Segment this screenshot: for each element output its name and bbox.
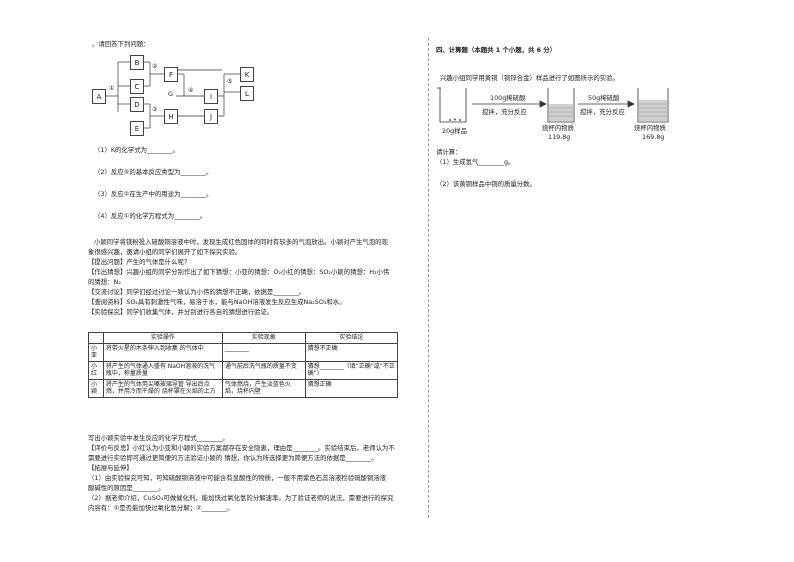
calc-title: 请计算： bbox=[436, 148, 462, 156]
circled-3: ③ bbox=[152, 106, 158, 113]
para1-line-4: 【作出猜想】兴趣小组的同学分别作出了如下猜想：小亚的猜想：O₂小红的猜想：SO₂… bbox=[88, 268, 390, 276]
beaker2-mass: 119.8g bbox=[548, 133, 571, 141]
box-e: E bbox=[130, 121, 144, 136]
box-f: F bbox=[164, 67, 178, 82]
circled-1: ① bbox=[109, 85, 115, 92]
table-cell-conclusion: 猜想正确 bbox=[304, 378, 399, 398]
box-d: D bbox=[130, 97, 144, 112]
para1-line-5: 的猜想：N₂ bbox=[88, 278, 121, 286]
para1-line-2: 象很感兴趣，邀请小组的同学们展开了如下探究实验。 bbox=[88, 248, 242, 256]
section-title: 四、计算题（本题共 1 个小题，共 6 分） bbox=[436, 46, 557, 54]
para2-line-7: （2）据老师介绍，CuSO₄可做催化剂，能加快过氧化氢的分解速率。为了验证老师的… bbox=[88, 494, 394, 502]
box-a: A bbox=[92, 89, 106, 104]
circled-2: ② bbox=[152, 63, 158, 70]
label-g: G bbox=[168, 90, 173, 98]
intro-text: 。请回答下列问题： bbox=[92, 40, 150, 48]
arrow1-top-label: 100g稀硫酸 bbox=[490, 94, 526, 102]
circled-4: ④ bbox=[188, 87, 194, 94]
box-l: L bbox=[240, 86, 254, 101]
question-2: （2）反应⑤的基本反应类型为________。 bbox=[94, 168, 213, 176]
beaker3-label: 烧杯内物质 bbox=[634, 124, 666, 132]
para2-line-6: 酸碱性的原因是________。 bbox=[88, 484, 165, 492]
para1-line-6: 【交流讨论】同学们经过讨论一致认为小伟的猜想不正确，依据是________。 bbox=[88, 288, 306, 296]
beaker1-label: 20g样品 bbox=[442, 127, 467, 135]
para2-line-8: 内容有：①是否能加快过氧化氢分解；②________。 bbox=[88, 504, 234, 512]
box-c: C bbox=[130, 79, 144, 94]
table-cell-operation: 将产生的气体用尖嘴玻璃导管 导出后点燃，并用冷而干燥的 烧杯罩在火焰的上方 bbox=[102, 378, 223, 398]
box-i: I bbox=[204, 89, 218, 104]
question-3: （3）反应②在生产中的用途为________。 bbox=[94, 190, 213, 198]
calc-question-1: （1）生成氢气________g。 bbox=[436, 158, 515, 166]
para1-line-7: 【查阅资料】SO₂具有刺激性气味，易溶于水，能与NaOH溶液发生反应生成Na₂S… bbox=[88, 298, 346, 306]
box-h: H bbox=[164, 109, 178, 124]
question-4: （4）反应①的化学方程式为________。 bbox=[94, 212, 207, 220]
column-divider bbox=[428, 38, 429, 518]
arrow2-top-label: 50g稀硫酸 bbox=[588, 94, 620, 102]
beaker2-label: 烧杯内物质 bbox=[542, 124, 574, 132]
right-intro: 兴趣小组同学用黄铜（铜锌合金）样品进行了如图所示的实验。 bbox=[440, 74, 619, 82]
para2-line-3: 需要进行实验即可通过更简便的方法验证小颖的 猜想，你认为所选择更为简便方法的依据… bbox=[88, 454, 378, 462]
box-b: B bbox=[130, 55, 144, 70]
para2-line-4: 【拓展与延伸】 bbox=[88, 464, 133, 472]
calc-question-2: （2）该黄铜样品中铜的质量分数。 bbox=[436, 180, 536, 188]
box-j: J bbox=[204, 109, 218, 124]
question-1: （1）K的化学式为________。 bbox=[94, 146, 179, 154]
para2-line-1: 写出小颖实验中发生反应的化学方程式________。 bbox=[88, 434, 229, 442]
arrow2-bottom-label: 搅拌，充分反应 bbox=[580, 108, 625, 116]
para1-line-1: 小颖同学将镁粉投入硫酸铜溶液中时，发现生成红色固体的同时有较多的气泡放出。小颖对… bbox=[94, 238, 388, 246]
circled-5: ⑤ bbox=[227, 78, 233, 85]
arrow1-bottom-label: 搅拌，充分反应 bbox=[482, 108, 527, 116]
experiment-table: 实验操作 实验现象 实验结论 小亚 将带火星的木条伸入到收集 的气体中 ____… bbox=[88, 332, 399, 398]
box-k: K bbox=[240, 67, 254, 82]
para2-line-5: （1）由实验探究可知，可知硫酸铜溶液中可能含有显酸性的物质，一般不用紫色石蕊溶液… bbox=[88, 474, 387, 482]
para1-line-8: 【实验探究】同学们收集气体，并分别进行各自的猜想进行验证。 bbox=[88, 308, 274, 316]
beaker3-mass: 169.8g bbox=[642, 133, 665, 141]
table-row: 小颖 将产生的气体用尖嘴玻璃导管 导出后点燃，并用冷而干燥的 烧杯罩在火焰的上方… bbox=[88, 378, 399, 398]
para2-line-2: 【评价与反思】小红认为小亚和小颖的实验方案都存在安全隐患，理由是________… bbox=[88, 444, 395, 452]
para1-line-3: 【提出问题】产生的气体是什么呢？ bbox=[88, 258, 191, 266]
